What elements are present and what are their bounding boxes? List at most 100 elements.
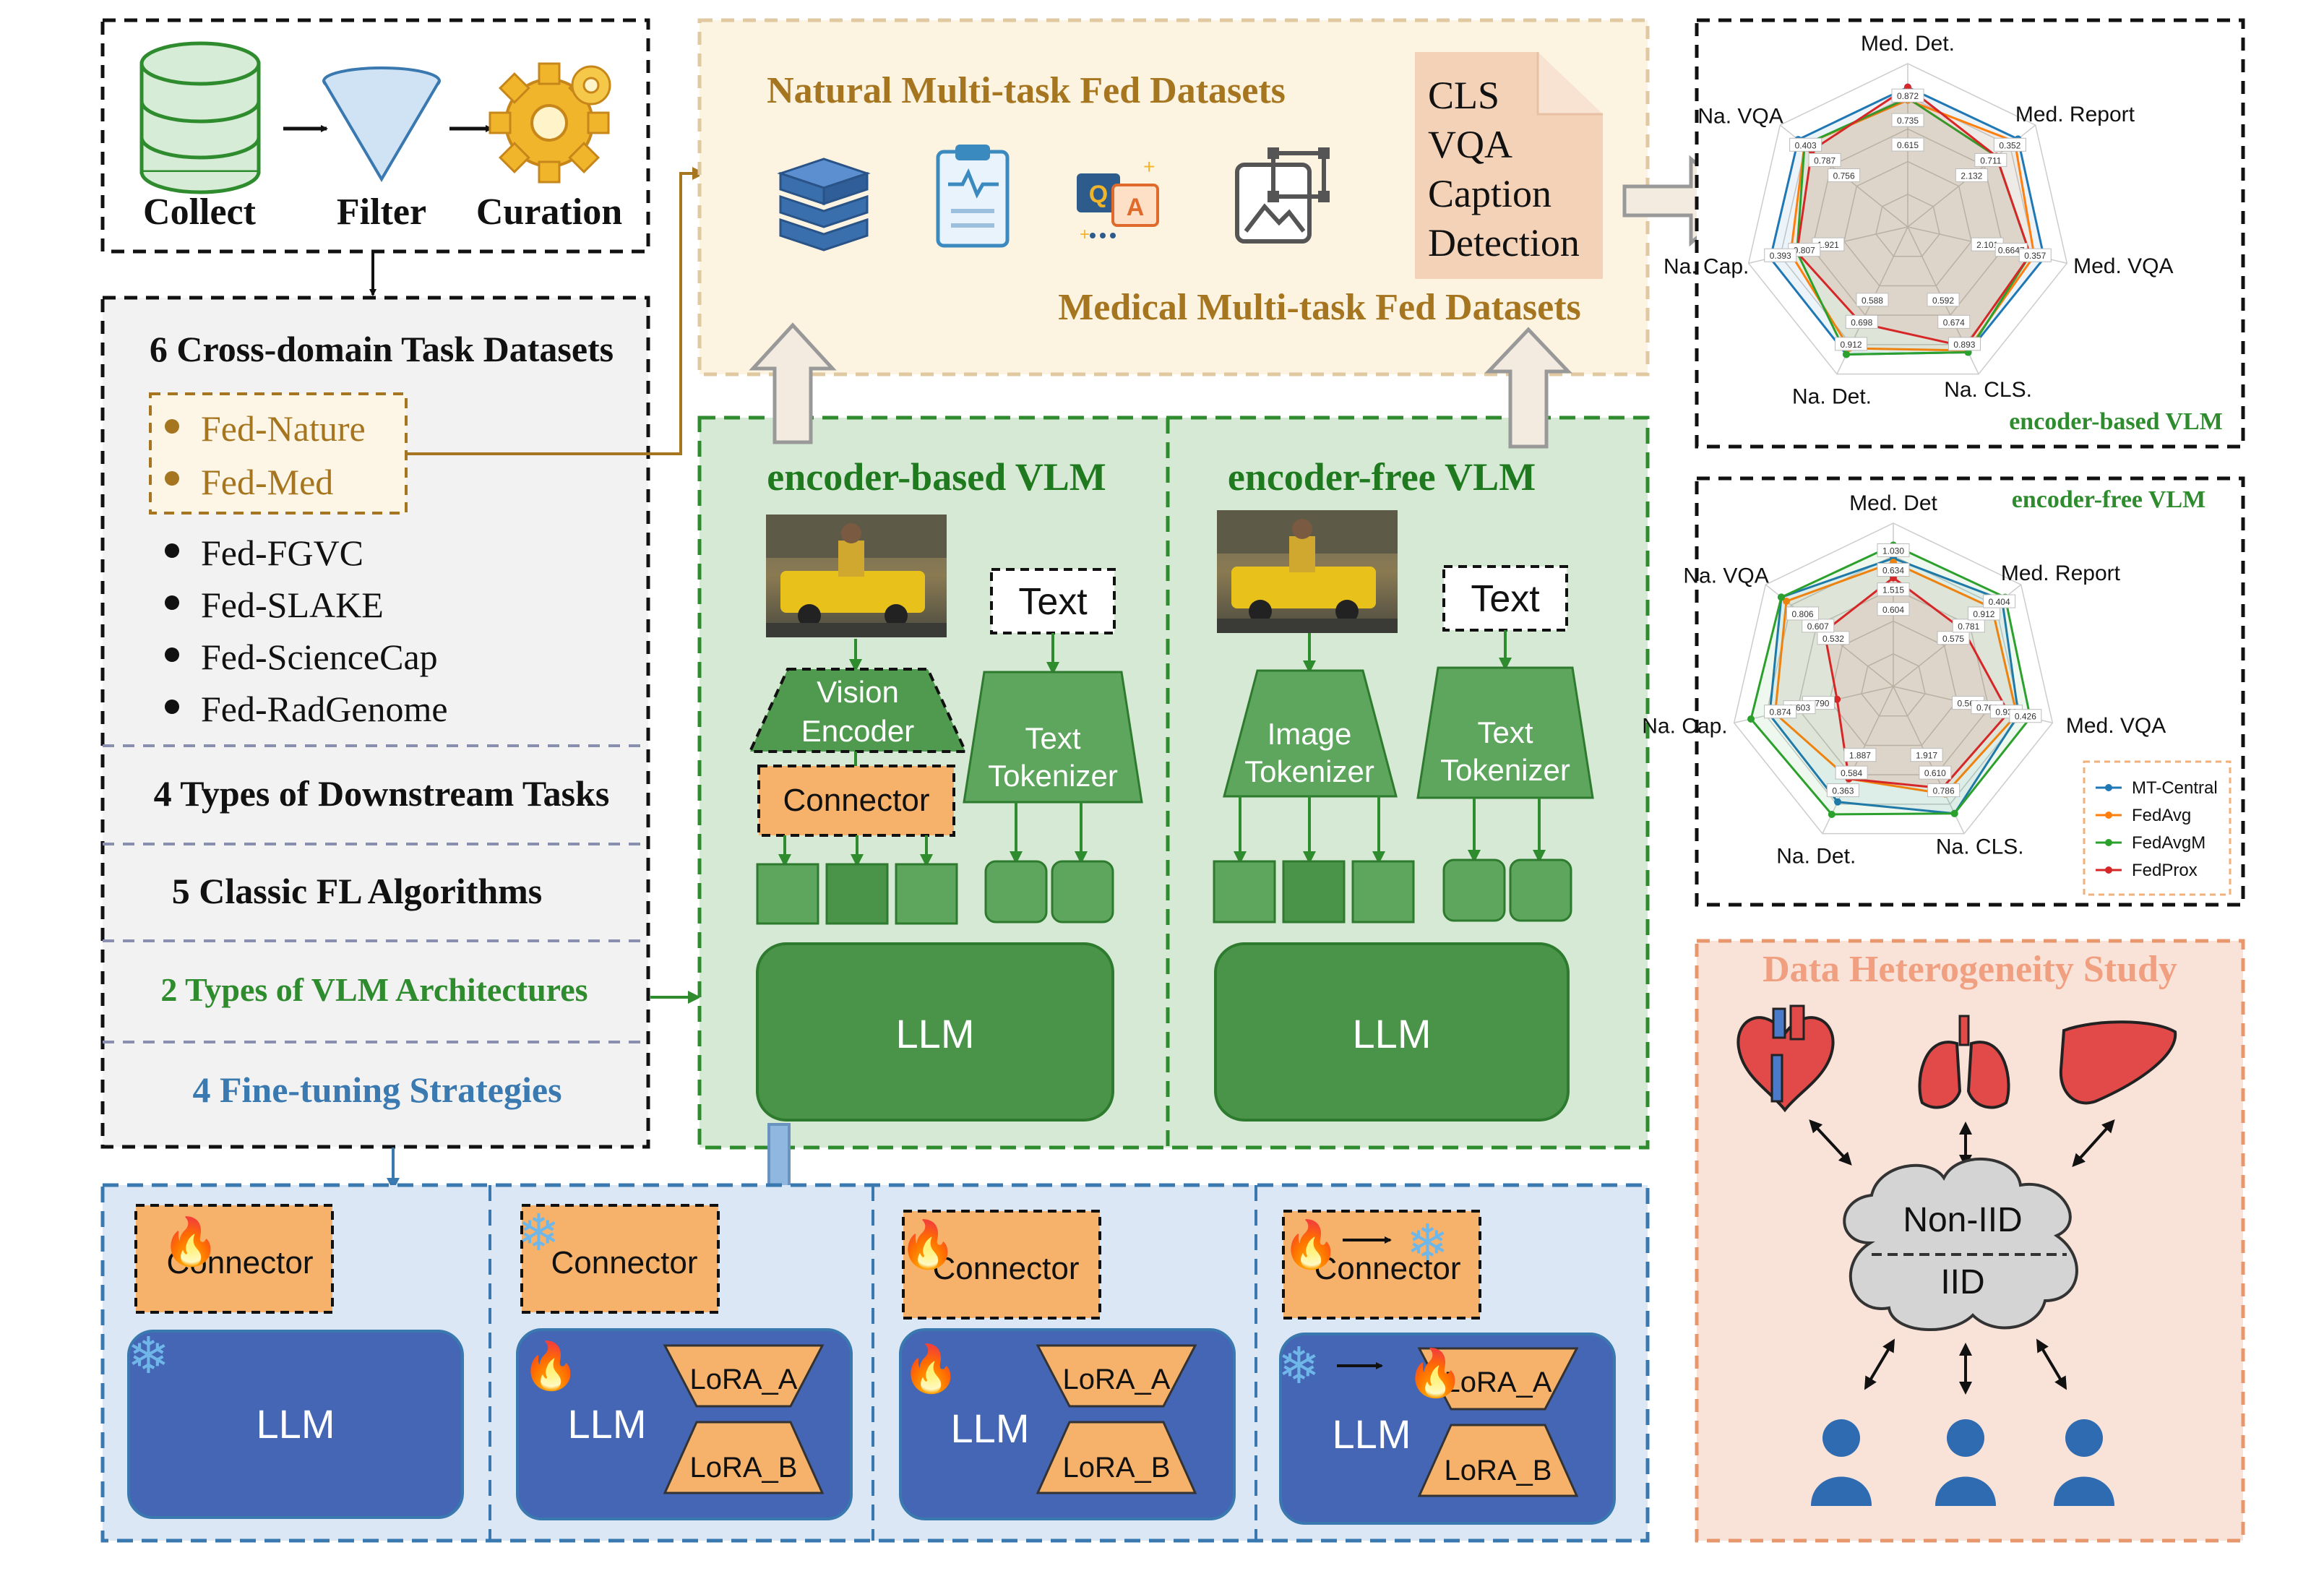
radar-value-label-bg	[1808, 152, 1841, 167]
svg-text:LoRA_B: LoRA_B	[1445, 1455, 1552, 1486]
radar-value-label: 0.806	[1792, 609, 1814, 619]
user-icon	[1811, 1419, 1872, 1506]
radar-value-label-bg	[1919, 765, 1952, 780]
text-token	[1442, 858, 1506, 922]
qa-chat-icon: Q A + +	[1077, 155, 1159, 244]
svg-text:LLM: LLM	[1353, 1011, 1432, 1056]
radar-value-label: 0.893	[1953, 340, 1975, 350]
radar-value-label: 0.756	[1833, 171, 1855, 181]
datasets-title: 6 Cross-domain Task Datasets	[150, 329, 614, 369]
svg-text:Vision: Vision	[817, 675, 899, 709]
radar-value-label-bg	[1786, 606, 1820, 621]
radar-point	[1843, 350, 1851, 358]
radar-value-label: 1.887	[1849, 751, 1871, 761]
connector-box	[902, 1210, 1101, 1320]
finetune-strategies-panel: Connector LLM 🔥 ❄ Connector ❄ LLM 🔥 LoRA…	[100, 1183, 1650, 1543]
radar-value-label: 0.352	[1999, 140, 2020, 150]
text-token	[984, 860, 1048, 924]
image-tokenizer: Image Tokenizer	[1223, 669, 1398, 798]
radar-axis-label: Na. VQA	[1683, 564, 1768, 588]
encoder-based-up-arrow	[749, 322, 837, 444]
radar-point	[1950, 809, 1958, 817]
radar-axis-label: Na. Det.	[1776, 844, 1856, 868]
svg-text:LLM: LLM	[257, 1401, 335, 1447]
radar-value-label-bg	[1845, 314, 1878, 329]
visual-token	[1282, 860, 1346, 924]
radar-axis-label: Med. VQA	[2066, 714, 2166, 738]
client-cloud: Non-IID IID	[1843, 1157, 2078, 1332]
radar-axis-label: Med. Det.	[1861, 32, 1955, 56]
radar-value-label: 0.357	[2024, 251, 2046, 261]
radar-value-label-bg	[1877, 582, 1910, 597]
heterogeneity-panel: Data Heterogeneity Study Non-IID IID	[1695, 939, 2245, 1543]
database-icon	[139, 41, 261, 194]
radar-value-label: 1.515	[1882, 585, 1904, 595]
connector-box	[1282, 1210, 1481, 1320]
radar-value-label: 0.532	[1822, 634, 1844, 644]
radar-value-label-bg	[1835, 337, 1868, 351]
radar-value-label: 0.604	[1882, 605, 1904, 615]
collect-label: Collect	[143, 191, 257, 233]
svg-text:Connector: Connector	[932, 1251, 1079, 1286]
radar-value-label: 0.786	[1933, 786, 1955, 796]
snowflake-icon: ❄	[127, 1327, 170, 1384]
legend-label: FedProx	[2132, 861, 2198, 880]
user-icon	[2054, 1419, 2114, 1506]
svg-text:Encoder: Encoder	[801, 714, 914, 748]
svg-text:+: +	[1143, 155, 1155, 178]
svg-text:Connector: Connector	[783, 783, 929, 818]
text-token	[1509, 858, 1572, 922]
llm-block-encoder-based: LLM	[756, 942, 1114, 1122]
radar-value-label: 0.426	[2015, 712, 2036, 722]
radar-grid-ring	[1829, 620, 1958, 746]
radar-value-label: 0.735	[1897, 116, 1919, 126]
task-detection: Detection	[1428, 221, 1580, 264]
radar-value-label: 0.711	[1980, 155, 2001, 165]
radar-value-label-bg	[2009, 709, 2042, 723]
radar-value-label: 0.807	[1794, 246, 1815, 256]
text-tokenizer-2: Text Tokenizer	[1416, 666, 1594, 799]
svg-text:+: +	[1080, 225, 1090, 244]
radar2-title: encoder-free VLM	[2012, 486, 2205, 513]
radar-value-label-bg	[1856, 293, 1889, 307]
visual-token	[1213, 860, 1276, 924]
svg-text:Connector: Connector	[551, 1245, 697, 1280]
legend-label: MT-Central	[2132, 778, 2218, 798]
radar-value-label: 0.912	[1973, 609, 1994, 619]
svg-text:LLM: LLM	[951, 1406, 1030, 1451]
lora-b-block	[1417, 1424, 1579, 1497]
radar-value-label: 0.6647	[1998, 246, 2025, 256]
task-cls: CLS	[1428, 74, 1499, 117]
visual-token	[756, 863, 819, 925]
radar-axis-label: Med. Report	[2015, 103, 2135, 126]
radar-point	[1782, 597, 1790, 605]
radar-axis-label: Na. VQA	[1697, 105, 1783, 129]
encoder-free-up-arrow	[1484, 327, 1572, 449]
radar-value-label-bg	[1764, 248, 1797, 262]
highlight-datasets-box	[149, 392, 408, 515]
vlm-architectures-panel: encoder-based VLM Vision Encoder Connect…	[697, 322, 1650, 1150]
radar-value-label: 2.101	[1976, 240, 1998, 250]
snowflake-icon: ❄	[1278, 1338, 1320, 1394]
radar-value-label-bg	[1764, 705, 1797, 719]
radar-value-label: 0.403	[1795, 140, 1817, 150]
connector-box	[520, 1204, 720, 1314]
radar-value-label: 1.030	[1882, 546, 1904, 556]
radar-axis-label: Med. Report	[2001, 561, 2121, 585]
text-tokenizer: Text Tokenizer	[963, 671, 1143, 804]
radar-value-label-bg	[1877, 602, 1910, 616]
svg-text:Tokenizer: Tokenizer	[1440, 753, 1570, 787]
heart-icon	[1736, 1004, 1835, 1113]
radar-value-label-bg	[1927, 293, 1960, 307]
medical-datasets-title: Medical Multi-task Fed Datasets	[1058, 287, 1581, 328]
liver-icon	[2059, 1020, 2177, 1105]
dataset-fed-med: Fed-Med	[201, 462, 333, 502]
radar-value-label: 0.393	[1770, 251, 1791, 261]
fire-icon: 🔥	[1406, 1347, 1464, 1399]
radar-point	[1828, 810, 1835, 818]
datasets-summary-panel: 6 Cross-domain Task Datasets Fed-Nature …	[100, 296, 650, 1149]
radar-value-label-bg	[1826, 783, 1859, 798]
